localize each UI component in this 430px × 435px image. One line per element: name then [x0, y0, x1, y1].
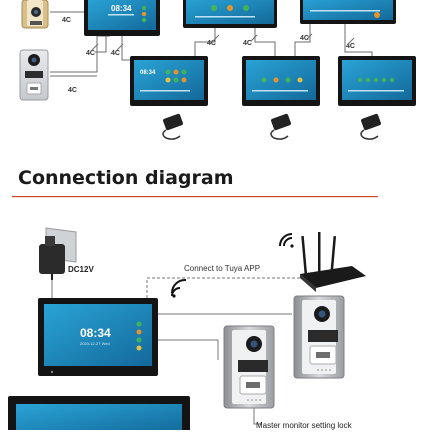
wire-label: 4C: [111, 50, 120, 57]
monitor-top-3: [300, 0, 396, 24]
app-icon: [136, 329, 142, 335]
lock-setting-label: Master monitor setting lock: [256, 421, 353, 430]
wire-label: 4C: [300, 35, 309, 42]
wire-label: 4C: [68, 87, 77, 94]
svg-text:08:34: 08:34: [140, 70, 156, 76]
master-monitor-clock: 08:34: [80, 326, 111, 340]
door-camera-front: [223, 325, 275, 409]
wifi-router: [300, 232, 366, 292]
master-monitor: 08:34 2023-12-27 Wed: [38, 298, 158, 376]
wire-labels: 4C 4C 4C 4C 4C 4C 4C 4C: [62, 17, 355, 94]
app-icon: [136, 345, 142, 351]
connection-lines: [51, 277, 300, 425]
dc12v-label: DC12V: [68, 265, 94, 274]
wire-label: 4C: [86, 50, 95, 57]
monitor-row2-right: [338, 56, 416, 106]
wire-label: 4C: [346, 43, 355, 50]
monitor-row2-left: 08:34: [130, 56, 208, 106]
power-adapter-3: [360, 113, 381, 140]
monitor-top-2: [183, 0, 277, 28]
wire-ticks: [91, 33, 355, 51]
app-icon: [136, 321, 142, 327]
power-adapter-2: [270, 113, 291, 140]
connection-section: DC12V Connect to Tuya APP 08:34 2023-12: [8, 227, 366, 435]
secondary-monitor: [8, 396, 190, 435]
section-header: Connection diagram: [12, 167, 378, 198]
master-monitor-date: 2023-12-27 Wed: [80, 341, 110, 346]
wire-label: 4C: [62, 17, 71, 24]
monitor-top-1: 08:34: [84, 0, 160, 36]
title-underline: [12, 196, 378, 198]
monitor-row2-middle: [242, 56, 320, 106]
doorbell-camera-top: [21, 0, 49, 29]
tuya-app-label: Connect to Tuya APP: [184, 264, 260, 273]
doorbell-camera-middle: [19, 49, 49, 101]
wire-lines: [50, 11, 373, 77]
door-camera-back: [293, 295, 345, 379]
monitor-clock: 08:34: [111, 4, 132, 13]
wire-label: 4C: [207, 40, 216, 47]
top-wiring-section: 4C 4C 4C 4C 4C 4C 4C 4C: [19, 0, 416, 140]
wall-power-adapter: [39, 227, 77, 280]
wire-label: 4C: [243, 40, 252, 47]
power-adapter-1: [162, 113, 183, 140]
app-icon: [136, 337, 142, 343]
wifi-icon-monitor: [170, 278, 187, 298]
wifi-icon-router: [279, 233, 294, 248]
section-title: Connection diagram: [18, 167, 234, 189]
